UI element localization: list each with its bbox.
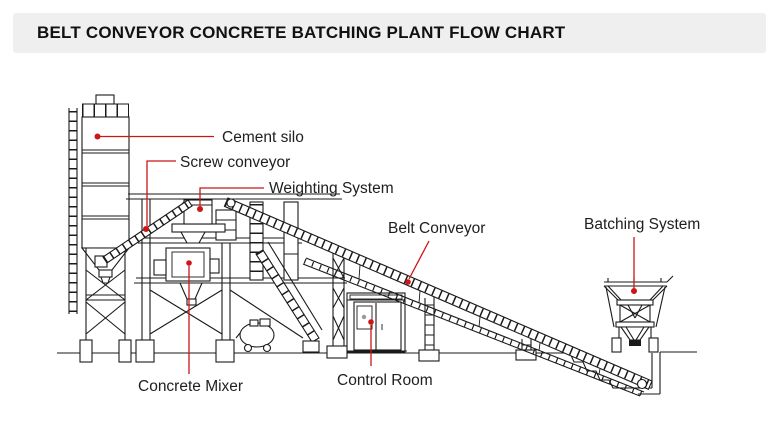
stairway	[255, 241, 323, 353]
weighting-system-callout	[197, 187, 264, 212]
label-weighting-system: Weighting System	[269, 180, 394, 197]
callouts	[94, 133, 637, 374]
conveyor-support-towers	[326, 248, 537, 362]
belt-conveyor-callout	[405, 240, 430, 285]
label-cement-silo: Cement silo	[222, 129, 304, 146]
air-compressor	[235, 318, 275, 353]
diagram-labels: Cement silo Screw conveyor Weighting Sys…	[138, 129, 700, 395]
label-screw-conveyor: Screw conveyor	[180, 154, 290, 171]
cement-silo-drawing	[68, 94, 132, 363]
control-room-callout	[368, 319, 374, 366]
cement-silo-callout	[94, 133, 214, 140]
label-control-room: Control Room	[337, 372, 433, 389]
batching-system-callout	[631, 237, 637, 294]
mixer-platform-structure	[126, 193, 347, 363]
concrete-mixer-callout	[186, 260, 192, 374]
label-belt-conveyor: Belt Conveyor	[388, 220, 485, 237]
batching-system-drawing	[603, 275, 674, 353]
page-title: BELT CONVEYOR CONCRETE BATCHING PLANT FL…	[37, 23, 566, 42]
belt-conveyor-drawing	[223, 197, 653, 397]
label-concrete-mixer: Concrete Mixer	[138, 378, 243, 395]
control-room-drawing	[345, 292, 407, 353]
screw-conveyor-callout	[143, 160, 176, 232]
concrete-mixer-drawing	[153, 247, 220, 306]
header-bar: BELT CONVEYOR CONCRETE BATCHING PLANT FL…	[13, 13, 766, 53]
label-batching-system: Batching System	[584, 216, 700, 233]
